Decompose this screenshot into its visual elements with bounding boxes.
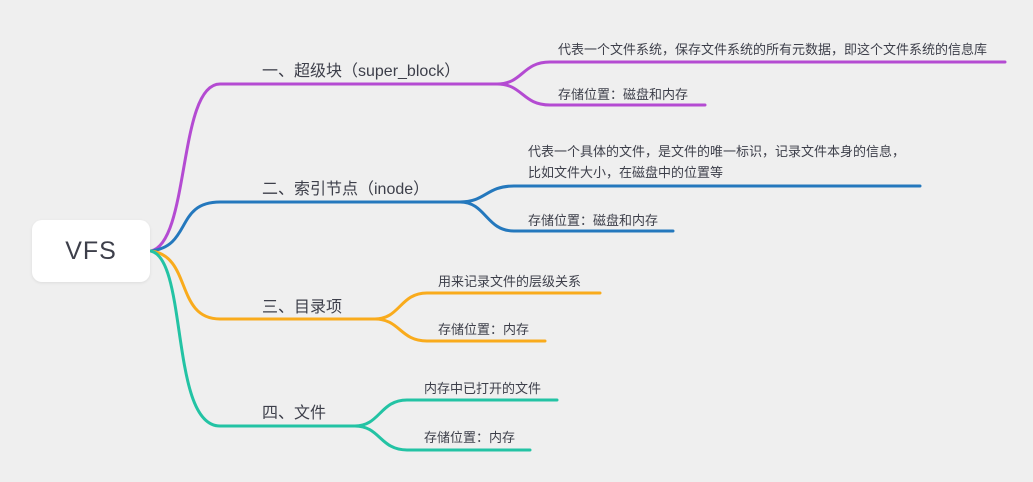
branch3-child1-line (373, 291, 602, 321)
branch2-child2-line (458, 200, 675, 233)
leaf-inode-description[interactable]: 代表一个具体的文件，是文件的唯一标识，记录文件本身的信息， 比如文件大小，在磁盘… (528, 141, 905, 183)
leaf-superblock-description[interactable]: 代表一个文件系统，保存文件系统的所有元数据，即这个文件系统的信息库 (558, 42, 988, 57)
branch4-child1-line (353, 398, 559, 428)
branch2-main-line (149, 200, 462, 253)
leaf-dentry-storage[interactable]: 存储位置：内存 (438, 322, 530, 337)
leaf-file-description[interactable]: 内存中已打开的文件 (424, 381, 542, 396)
branch4-child2-line (353, 424, 532, 452)
root-node-vfs[interactable]: VFS (32, 220, 150, 282)
branch3-child2-line (373, 317, 547, 343)
leaf-dentry-description[interactable]: 用来记录文件的层级关系 (438, 274, 582, 289)
branch-superblock-label[interactable]: 一、超级块（super_block） (262, 63, 461, 80)
branch3-main-line (149, 249, 377, 321)
branch-dentry-label[interactable]: 三、目录项 (262, 299, 343, 316)
branch1-child2-line (495, 82, 707, 107)
leaf-inode-storage[interactable]: 存储位置：磁盘和内存 (528, 213, 659, 228)
leaf-inode-description-line1: 代表一个具体的文件，是文件的唯一标识，记录文件本身的信息， (528, 144, 906, 159)
branch-file-label[interactable]: 四、文件 (262, 405, 327, 422)
branch-inode-label[interactable]: 二、索引节点（inode） (262, 181, 430, 198)
leaf-inode-description-line2: 比如文件大小，在磁盘中的位置等 (528, 165, 724, 180)
branch1-child1-line (495, 60, 1007, 86)
leaf-file-storage[interactable]: 存储位置：内存 (424, 430, 516, 445)
branch2-child1-line (458, 184, 922, 204)
leaf-superblock-storage[interactable]: 存储位置：磁盘和内存 (558, 87, 689, 102)
branch4-main-line (149, 249, 357, 428)
branch1-main-line (149, 82, 499, 253)
